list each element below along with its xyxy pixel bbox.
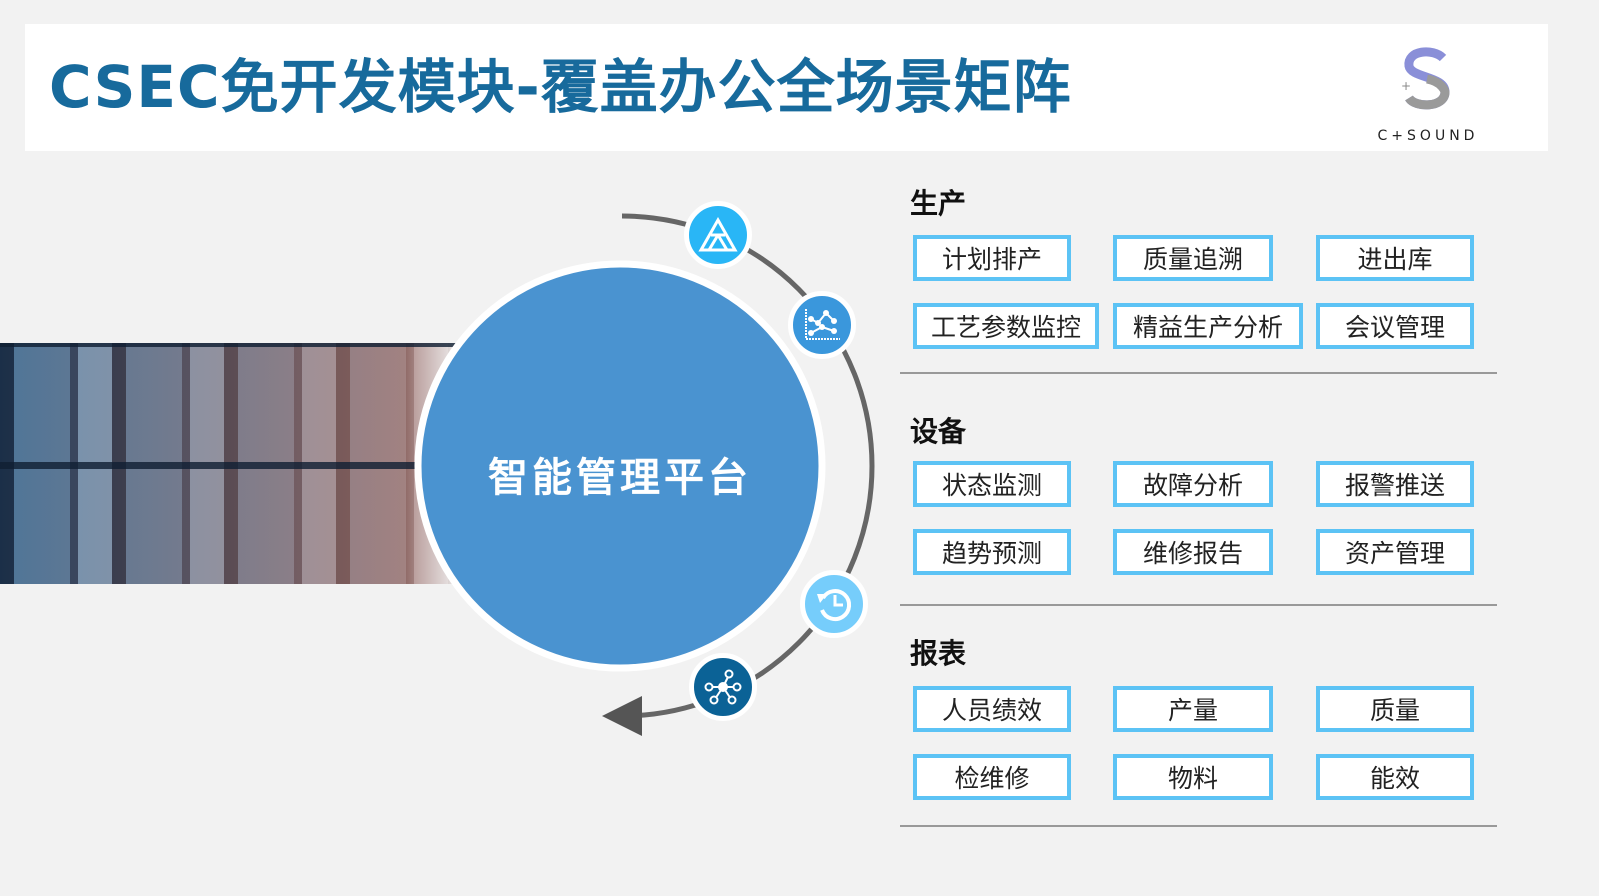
- module-tag[interactable]: 检维修: [913, 754, 1071, 800]
- building-image: [0, 343, 460, 584]
- section-title: 生产: [910, 187, 967, 220]
- module-tag[interactable]: 计划排产: [913, 235, 1071, 281]
- logo-s-icon: +: [1401, 47, 1450, 110]
- platform-label: 智能管理平台: [488, 455, 752, 501]
- section-divider: [900, 372, 1497, 374]
- history-icon: [800, 570, 868, 638]
- triangle-icon: [684, 201, 752, 269]
- network-icon: [689, 653, 757, 721]
- module-tag[interactable]: 状态监测: [913, 461, 1071, 507]
- logo-text: C+SOUND: [1377, 128, 1479, 144]
- module-tag[interactable]: 人员绩效: [913, 686, 1071, 732]
- page-title: CSEC免开发模块-覆盖办公全场景矩阵: [49, 53, 1072, 121]
- module-tag[interactable]: 质量: [1316, 686, 1474, 732]
- module-tag[interactable]: 精益生产分析: [1113, 303, 1303, 349]
- svg-text:+: +: [1401, 79, 1411, 93]
- platform-circle: [414, 260, 826, 672]
- module-tag[interactable]: 工艺参数监控: [913, 303, 1099, 349]
- module-tag[interactable]: 质量追溯: [1113, 235, 1273, 281]
- section-divider: [900, 604, 1497, 606]
- module-tag[interactable]: 故障分析: [1113, 461, 1273, 507]
- section-title: 报表: [910, 637, 967, 670]
- module-tag[interactable]: 趋势预测: [913, 529, 1071, 575]
- logo: + C+SOUND: [1363, 44, 1493, 144]
- module-tag[interactable]: 资产管理: [1316, 529, 1474, 575]
- section-title: 设备: [910, 415, 967, 448]
- module-tag[interactable]: 进出库: [1316, 235, 1474, 281]
- section-divider: [900, 825, 1497, 827]
- module-tag[interactable]: 会议管理: [1316, 303, 1474, 349]
- module-tag[interactable]: 物料: [1113, 754, 1273, 800]
- header: CSEC免开发模块-覆盖办公全场景矩阵 + C+SOUND: [25, 24, 1548, 151]
- module-tag[interactable]: 报警推送: [1316, 461, 1474, 507]
- line-chart-icon: [788, 291, 856, 359]
- module-tag[interactable]: 能效: [1316, 754, 1474, 800]
- module-tag[interactable]: 维修报告: [1113, 529, 1273, 575]
- module-tag[interactable]: 产量: [1113, 686, 1273, 732]
